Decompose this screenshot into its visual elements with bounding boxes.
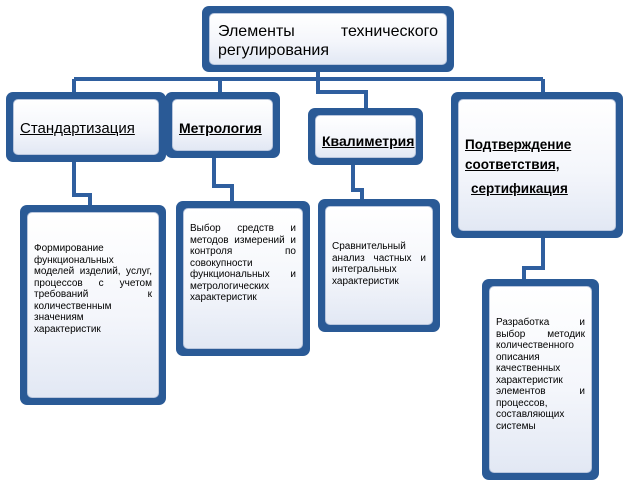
certification-title-line3: сертификация — [471, 181, 568, 196]
certification-node: Подтверждение соответствия, сертификация — [451, 92, 623, 238]
connector-qualimetry-to-desc — [351, 165, 364, 201]
metrology-description: Выбор средств и методов измерений и конт… — [190, 223, 296, 303]
standardization-title: Стандартизация — [20, 120, 135, 137]
certification-title-line2: соответствия, — [465, 157, 560, 172]
root-title-line2: регулирования — [218, 42, 330, 59]
certification-desc-node: Разработка и выбор методик количественно… — [482, 279, 599, 480]
metrology-node-face: Метрология — [172, 99, 273, 151]
connector-metrology-to-desc — [212, 158, 234, 203]
certification-description: Разработка и выбор методик количественно… — [496, 317, 585, 432]
standardization-description: Формирование функциональных моделей изде… — [34, 243, 152, 335]
standardization-node: Стандартизация — [6, 92, 166, 162]
qualimetry-title: Квалиметрия — [322, 133, 415, 149]
qualimetry-desc-node: Сравнительный анализ частных и интеграль… — [318, 199, 440, 332]
root-title: Элементы технического регулирования — [218, 22, 438, 60]
root-node: Элементы технического регулирования — [202, 6, 454, 72]
root-title-line1: Элементы технического — [218, 23, 438, 40]
connector-certification-to-desc — [522, 238, 545, 281]
metrology-desc-node: Выбор средств и методов измерений и конт… — [176, 201, 310, 356]
standardization-desc-face: Формирование функциональных моделей изде… — [27, 212, 159, 398]
root-node-face: Элементы технического регулирования — [209, 13, 447, 65]
standardization-desc-node: Формирование функциональных моделей изде… — [20, 205, 166, 405]
certification-desc-face: Разработка и выбор методик количественно… — [489, 286, 592, 473]
connector-root-to-qualimetry — [316, 79, 368, 108]
metrology-desc-face: Выбор средств и методов измерений и конт… — [183, 208, 303, 349]
metrology-title: Метрология — [179, 120, 262, 136]
metrology-node: Метрология — [165, 92, 280, 158]
qualimetry-desc-face: Сравнительный анализ частных и интеграль… — [325, 206, 433, 325]
standardization-node-face: Стандартизация — [13, 99, 159, 155]
certification-title-line1: Подтверждение — [465, 137, 572, 152]
qualimetry-description: Сравнительный анализ частных и интеграль… — [332, 241, 426, 287]
certification-node-face: Подтверждение соответствия, сертификация — [458, 99, 616, 231]
connector-standardization-to-desc — [72, 162, 92, 207]
qualimetry-node: Квалиметрия — [308, 108, 423, 165]
qualimetry-node-face: Квалиметрия — [315, 115, 416, 158]
